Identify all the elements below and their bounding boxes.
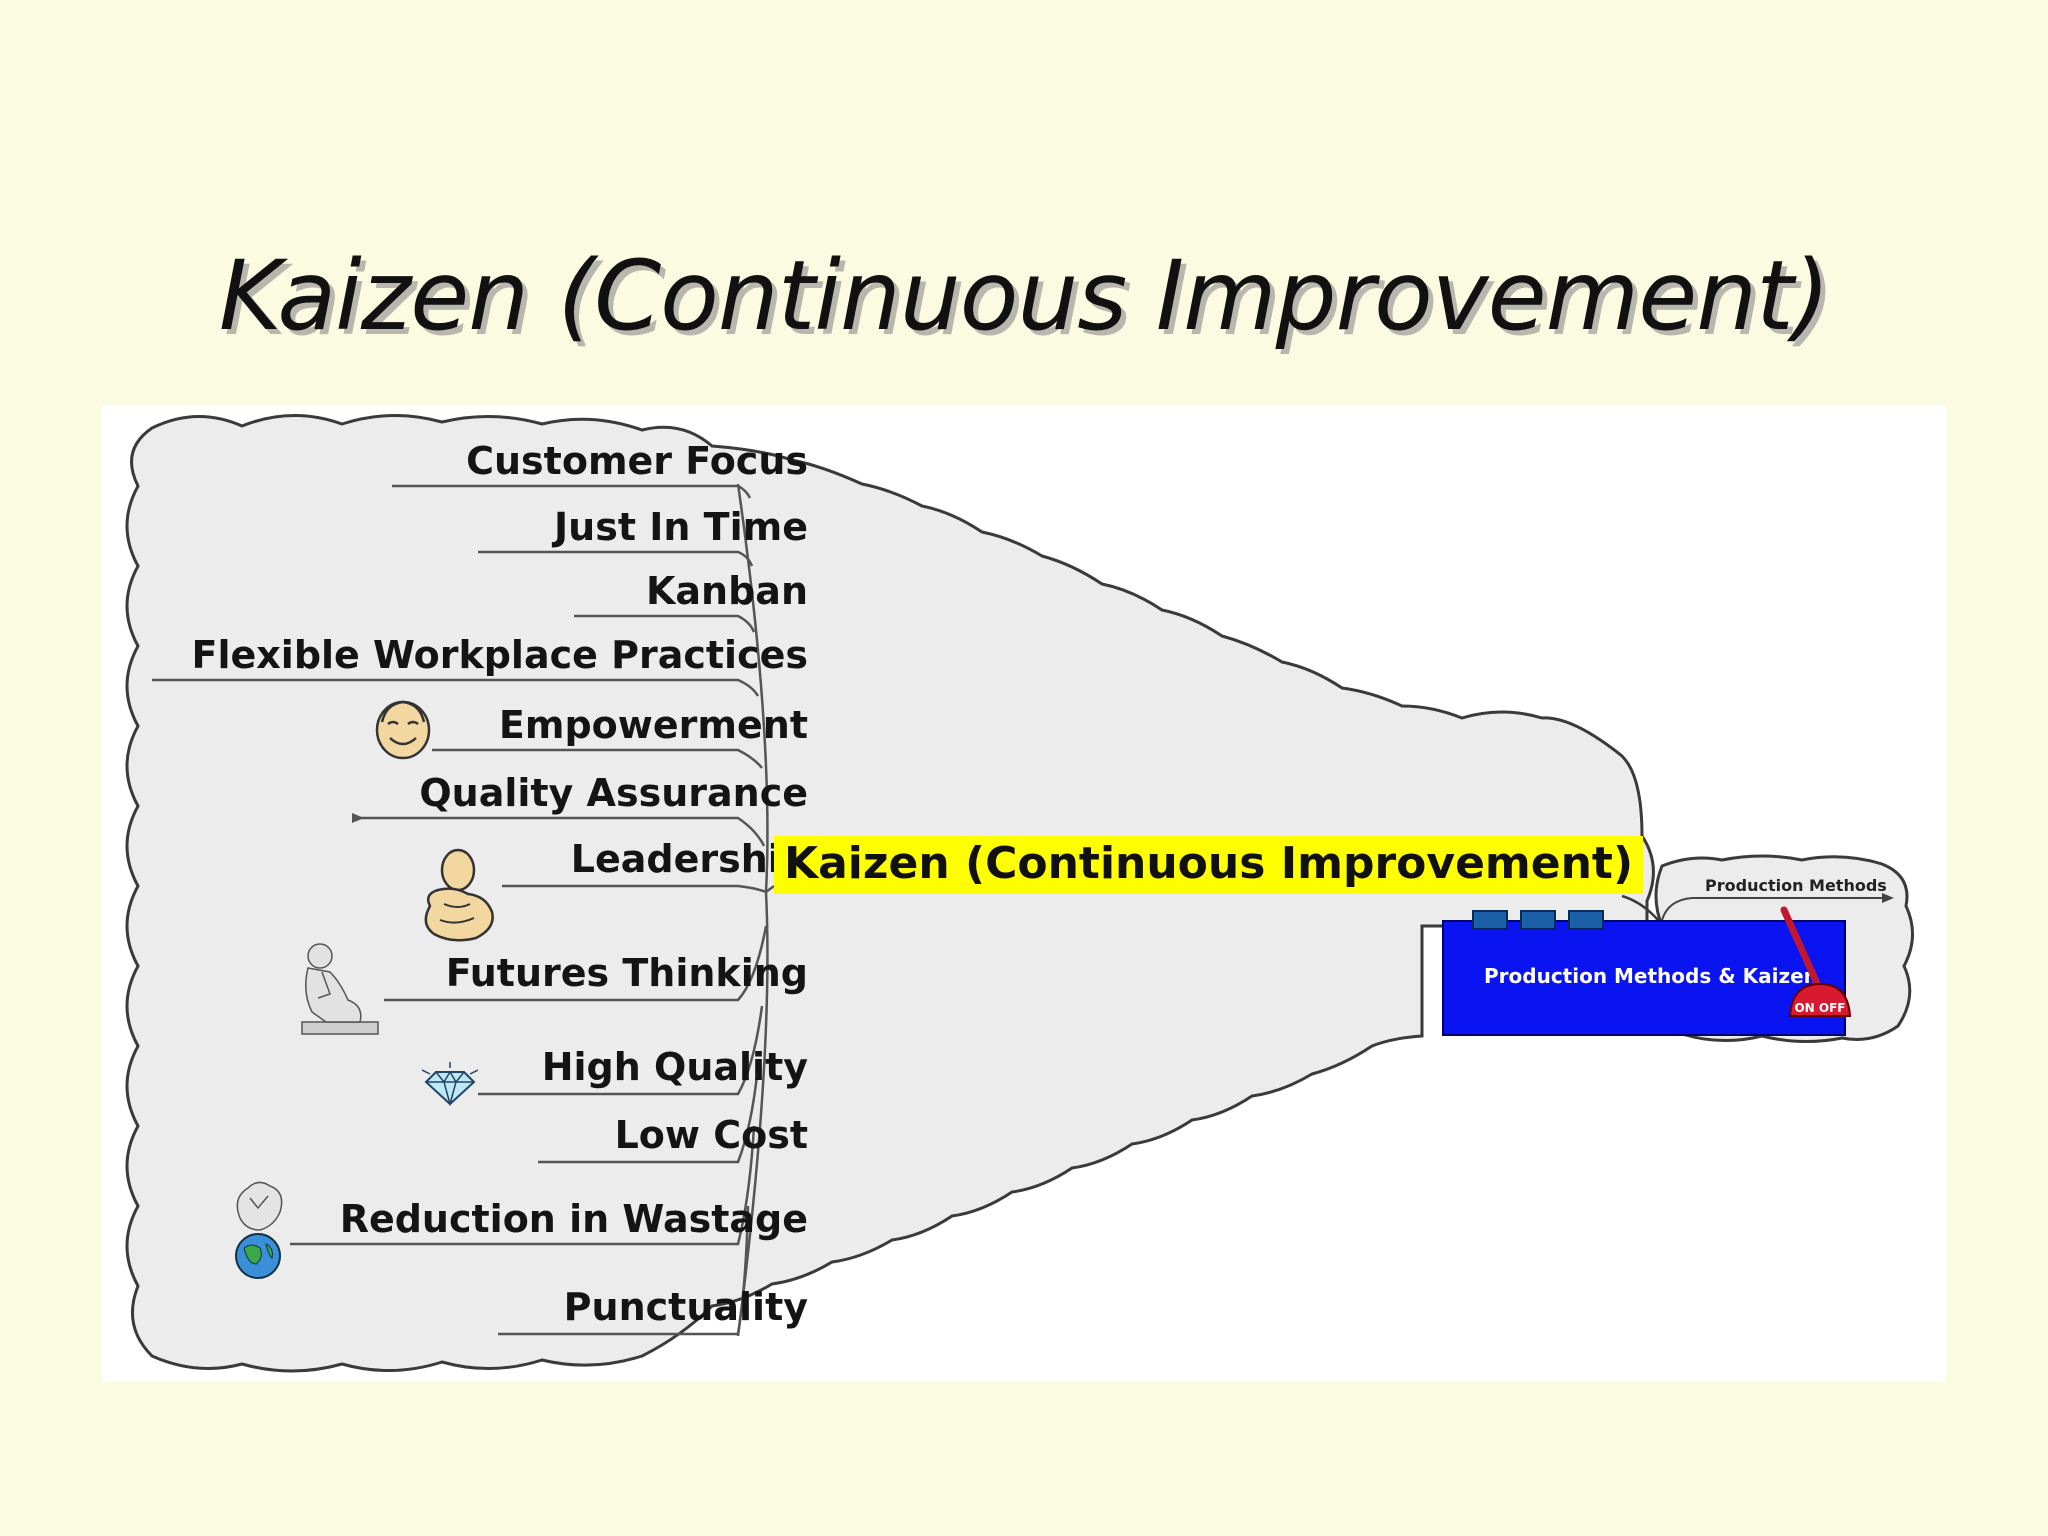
arrow-left-icon bbox=[352, 813, 364, 823]
branch-low-cost[interactable]: Low Cost bbox=[614, 1113, 808, 1157]
thinker-statue-icon bbox=[301, 943, 379, 1035]
link-tab-icon bbox=[1472, 910, 1508, 930]
branch-leadership[interactable]: Leadership bbox=[570, 837, 808, 881]
branch-reduction-in-wastage[interactable]: Reduction in Wastage bbox=[339, 1197, 808, 1241]
subtopic-arrow-icon bbox=[1882, 893, 1894, 903]
linked-map-label: Production Methods & Kaizen bbox=[1484, 964, 1818, 988]
branch-flexible-workplace-practices[interactable]: Flexible Workplace Practices bbox=[191, 633, 808, 677]
subtopic-production-methods[interactable]: Production Methods bbox=[1705, 876, 1887, 895]
branch-futures-thinking[interactable]: Futures Thinking bbox=[445, 951, 808, 995]
link-tab-icon bbox=[1568, 910, 1604, 930]
branch-high-quality[interactable]: High Quality bbox=[541, 1045, 808, 1089]
branch-empowerment[interactable]: Empowerment bbox=[498, 703, 808, 747]
branch-kanban[interactable]: Kanban bbox=[645, 569, 808, 613]
globe-icon bbox=[235, 1181, 283, 1279]
switch-lever-icon: ON OFF bbox=[1780, 906, 1852, 1017]
mind-map-diagram: Customer Focus Just In Time Kanban Flexi… bbox=[102, 406, 1946, 1382]
branch-quality-assurance[interactable]: Quality Assurance bbox=[419, 771, 808, 815]
center-connector bbox=[765, 885, 775, 893]
branch-just-in-time[interactable]: Just In Time bbox=[554, 505, 808, 549]
diamond-icon bbox=[422, 1062, 478, 1106]
slide-title: Kaizen (Continuous Improvement) bbox=[218, 240, 1830, 352]
branch-spine bbox=[736, 483, 769, 1337]
link-connector bbox=[1621, 894, 1659, 921]
link-tab-icon bbox=[1520, 910, 1556, 930]
pointing-hand-icon bbox=[424, 848, 494, 942]
subtopic-connector bbox=[1661, 897, 1882, 921]
switch-lever-text: ON OFF bbox=[1794, 1001, 1845, 1015]
central-topic[interactable]: Kaizen (Continuous Improvement) bbox=[774, 836, 1644, 895]
branch-customer-focus[interactable]: Customer Focus bbox=[466, 439, 808, 483]
linked-map-box[interactable]: Production Methods & Kaizen ON OFF bbox=[1442, 906, 1852, 1036]
branch-underlines bbox=[152, 484, 768, 1336]
smiling-face-icon bbox=[375, 700, 431, 760]
branch-punctuality[interactable]: Punctuality bbox=[563, 1285, 808, 1329]
